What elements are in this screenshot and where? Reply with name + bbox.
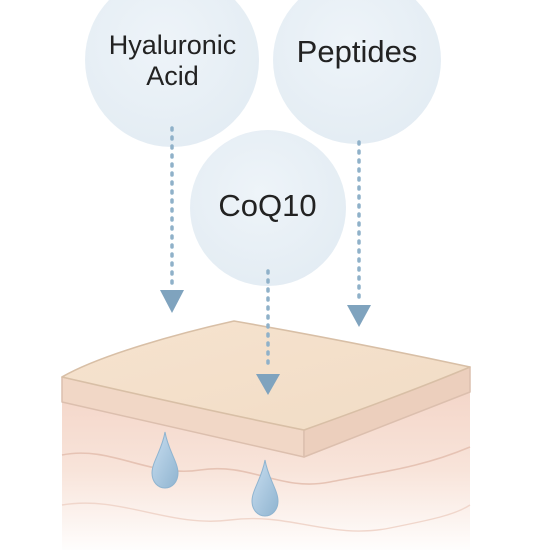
down-arrow-icon	[347, 305, 371, 327]
down-arrow-icon	[160, 290, 184, 313]
water-droplet-icon	[151, 431, 179, 489]
down-arrow-icon	[256, 374, 280, 395]
coq10-bubble	[190, 130, 346, 286]
hyaluronic-acid-bubble	[85, 0, 259, 147]
peptides-bubble	[273, 0, 441, 144]
water-droplet-icon	[251, 459, 279, 517]
dermis-wave-line-lower	[61, 502, 471, 532]
